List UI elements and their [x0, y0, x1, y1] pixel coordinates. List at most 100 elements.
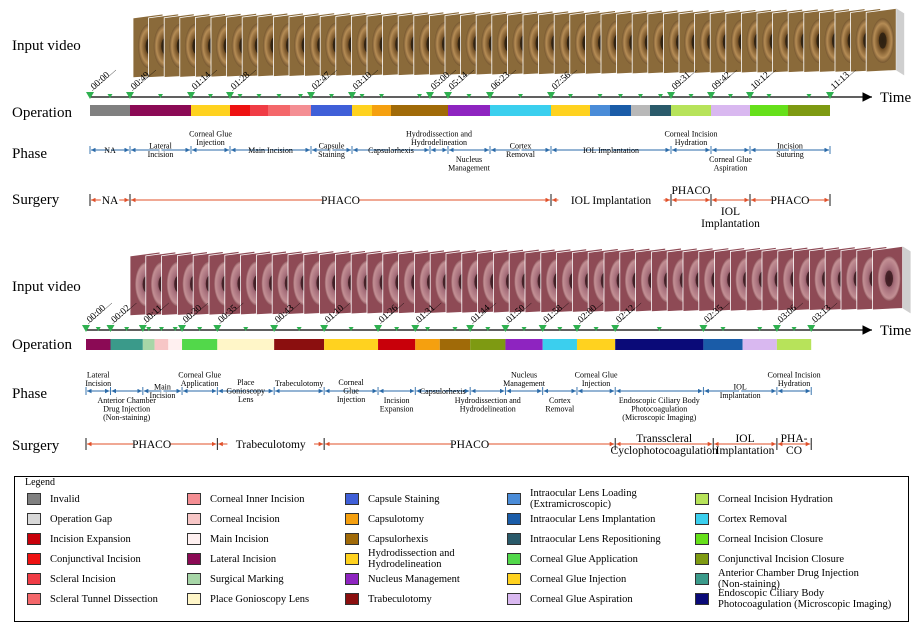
operation-boundary-marker — [298, 94, 303, 98]
operation-segment — [490, 105, 551, 116]
legend-swatch — [27, 513, 41, 525]
phase-boundary-marker — [226, 92, 234, 99]
surgery-label-backdrop — [451, 438, 489, 450]
phase-label-gap — [330, 149, 333, 151]
phase-boundary-marker — [411, 325, 420, 332]
timestamp-leader — [507, 302, 532, 325]
phase-boundary-marker — [348, 92, 356, 99]
operation-segment — [324, 339, 379, 350]
operation-boundary-marker — [593, 327, 599, 331]
timestamp-leader — [544, 302, 569, 325]
phase-boundary-marker — [82, 325, 90, 332]
timestamp-leader — [813, 302, 838, 325]
pupil-shape — [878, 32, 887, 49]
surgery-label: NA — [102, 195, 119, 207]
legend-label: Intraocular Lens Implantation — [530, 513, 656, 525]
phase-boundary-marker — [807, 325, 816, 332]
surgery-label: PHACO — [672, 185, 711, 197]
legend-item: Main Incision — [187, 531, 269, 547]
surgery-label-backdrop — [133, 438, 171, 450]
timestamp-label: 10:12 — [749, 70, 772, 92]
operation-segment — [86, 339, 111, 350]
operation-segment — [576, 339, 616, 350]
legend-label: Capsulorhexis — [368, 533, 429, 545]
operation-boundary-marker — [197, 327, 203, 331]
legend-label: Capsule Staining — [368, 493, 440, 505]
legend-swatch — [187, 553, 201, 565]
timestamp-leader — [353, 69, 379, 92]
operation-boundary-marker — [425, 327, 431, 331]
legend-label: Corneal Inner Incision — [210, 493, 305, 505]
legend-item: Intraocular Lens Implantation — [507, 511, 655, 527]
phase-label: Capsulorhexis — [420, 387, 466, 396]
top-time-label: Time — [880, 90, 911, 106]
operation-boundary-marker — [208, 94, 213, 98]
pupil-shape — [885, 270, 893, 287]
bottom-video-frames — [129, 245, 911, 317]
phase-boundary-marker — [707, 92, 715, 99]
legend-item: Hydrodissection and Hydrodelineation — [345, 548, 455, 570]
operation-segment — [788, 105, 830, 116]
operation-boundary-marker — [394, 327, 400, 331]
legend-swatch — [507, 573, 521, 585]
phase-label-gap — [441, 390, 444, 392]
legend-item: Cortex Removal — [695, 511, 787, 527]
operation-boundary-marker — [276, 94, 282, 98]
operation-boundary-marker — [766, 94, 772, 98]
operation-boundary-marker — [237, 94, 243, 98]
surgery-label-backdrop — [100, 194, 120, 206]
operation-boundary-marker — [806, 94, 812, 98]
legend-label: Corneal Incision Closure — [718, 533, 823, 545]
operation-segment — [671, 105, 711, 116]
legend-swatch — [345, 533, 359, 545]
phase-boundary-marker — [86, 92, 94, 99]
legend-item: Corneal Incision — [187, 511, 280, 527]
operation-boundary-marker — [329, 94, 334, 98]
operation-segment — [590, 105, 610, 116]
phase-boundary-marker — [466, 325, 475, 332]
legend-label: Intraocular Lens Loading (Extramicroscop… — [530, 488, 637, 510]
bottom-surgery-label: Surgery — [12, 438, 60, 454]
operation-segment — [615, 339, 704, 350]
operation-segment — [154, 339, 169, 350]
operation-boundary-marker — [720, 327, 726, 331]
legend-swatch — [507, 493, 521, 505]
legend-label: Lateral Incision — [210, 553, 277, 565]
legend-item: Corneal Glue Injection — [507, 571, 626, 587]
legend-label: Capsulotomy — [368, 513, 425, 525]
phase-boundary-marker — [772, 325, 781, 332]
phase-boundary-marker — [444, 92, 452, 99]
surgery-label: PHA-CO — [781, 433, 808, 457]
timestamp-leader — [276, 302, 301, 325]
operation-segment — [182, 339, 218, 350]
legend-label: Endoscopic Ciliary Body Photocoagulation… — [718, 588, 892, 610]
operation-segment — [551, 105, 590, 116]
operation-boundary-marker — [521, 327, 527, 331]
legend-label: Scleral Tunnel Dissection — [50, 593, 158, 605]
legend-item: Conjunctival Incision — [27, 551, 141, 567]
phase-boundary-marker — [320, 325, 329, 332]
phase-label: Capsulorhexis — [368, 146, 414, 155]
phase-boundary-marker — [106, 325, 115, 332]
phase-label: Main Incision — [248, 146, 293, 155]
phase-label-gap — [390, 149, 392, 151]
timestamp-leader — [552, 69, 578, 92]
phase-boundary-marker — [667, 92, 675, 99]
operation-segment — [631, 105, 650, 116]
legend-label: Nucleus Management — [368, 573, 460, 585]
phase-label: IOL Implantation — [583, 146, 639, 155]
top-surgery-label: Surgery — [12, 192, 60, 208]
timestamp-leader — [712, 69, 738, 92]
operation-boundary-marker — [256, 94, 262, 98]
surgery-label-backdrop — [771, 194, 809, 206]
bottom-phase-label: Phase — [12, 386, 47, 402]
operation-boundary-marker — [485, 327, 491, 331]
legend-swatch — [27, 533, 41, 545]
